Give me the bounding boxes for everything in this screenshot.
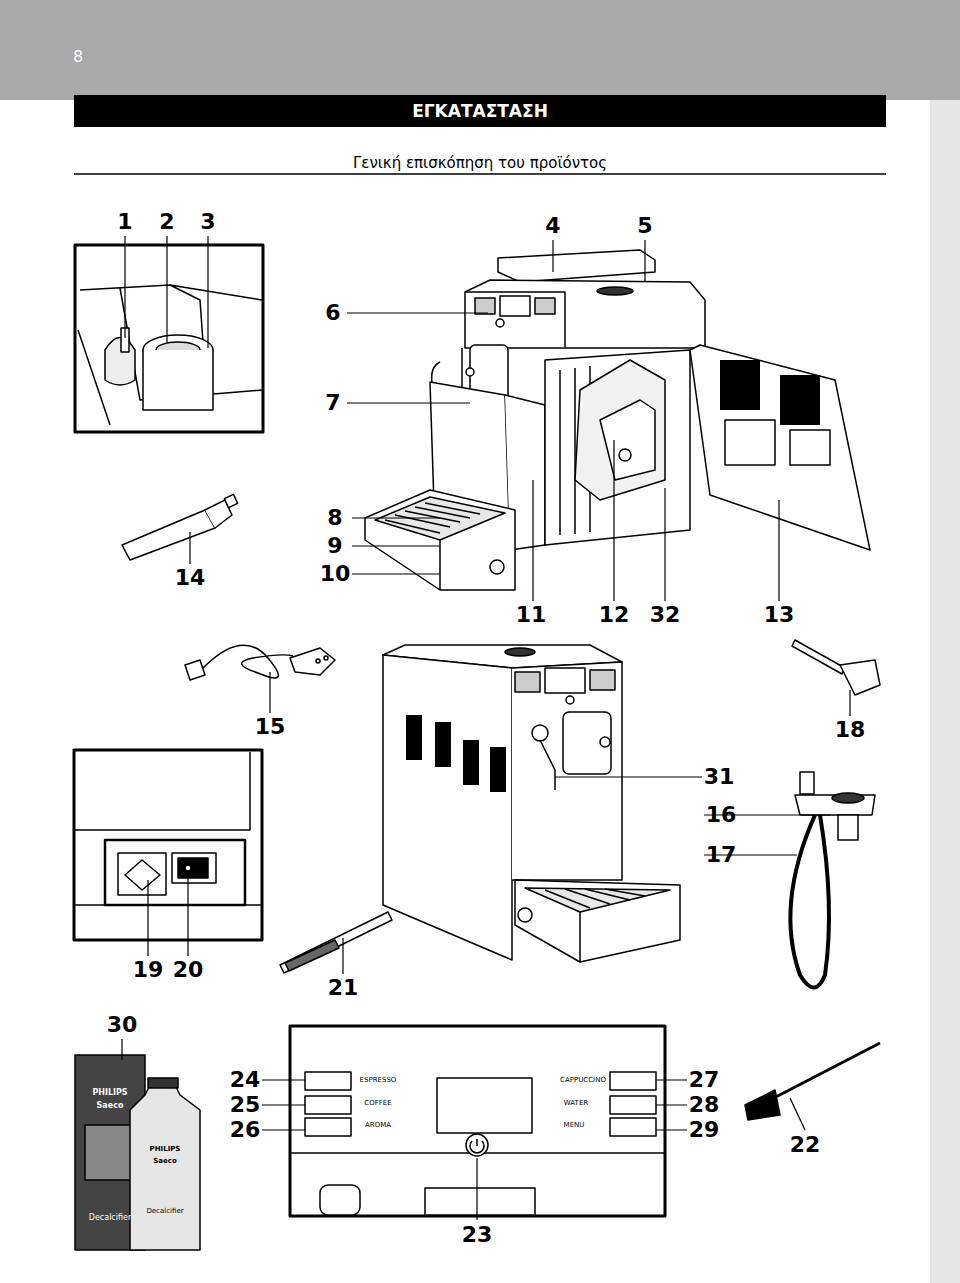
callout-number: 32 <box>650 603 681 627</box>
callout-number: 9 <box>327 534 342 558</box>
callout-number: 8 <box>327 506 342 530</box>
callout-number: 21 <box>328 976 359 1000</box>
button-label: CAPPUCCINO <box>560 1077 606 1085</box>
callout-number: 26 <box>230 1118 261 1142</box>
callout-number: 15 <box>255 715 286 739</box>
button-label: COFFEE <box>364 1100 391 1108</box>
callout-number: 2 <box>159 210 174 234</box>
callout-number: 25 <box>230 1093 261 1117</box>
callout-number: 16 <box>706 803 737 827</box>
callout-number: 14 <box>175 566 206 590</box>
callout-number: 28 <box>689 1093 720 1117</box>
button-label: AROMA <box>365 1122 391 1130</box>
callout-number: 1 <box>117 210 132 234</box>
button-label: WATER <box>564 1100 588 1108</box>
callout-number: 31 <box>704 765 735 789</box>
callout-number: 18 <box>835 718 866 742</box>
brand-label: Saeco <box>153 1158 176 1166</box>
callout-number: 17 <box>706 843 737 867</box>
callout-number: 19 <box>133 958 164 982</box>
callout-number: 24 <box>230 1068 261 1092</box>
callout-number: 13 <box>764 603 795 627</box>
page-number: 8 <box>73 48 83 66</box>
callout-number: 23 <box>462 1223 493 1247</box>
callout-number: 22 <box>790 1133 821 1157</box>
callout-number: 3 <box>200 210 215 234</box>
button-label: ESPRESSO <box>360 1077 397 1085</box>
brand-label: Saeco <box>97 1102 124 1111</box>
callout-number: 7 <box>325 391 340 415</box>
callout-number: 6 <box>325 301 340 325</box>
brand-label: PHILIPS <box>92 1089 127 1098</box>
callout-number: 11 <box>516 603 547 627</box>
callout-number: 10 <box>320 562 351 586</box>
drawings <box>74 245 880 1250</box>
brand-label: PHILIPS <box>150 1146 181 1154</box>
callout-number: 4 <box>545 214 560 238</box>
callout-number: 29 <box>689 1118 720 1142</box>
product-label: Decalcifier <box>89 1214 131 1223</box>
product-label: Decalcifier <box>146 1208 183 1216</box>
button-label: MENU <box>564 1122 585 1130</box>
subtitle: Γενική επισκόπηση του προϊόντος <box>353 155 607 172</box>
callout-number: 5 <box>637 214 652 238</box>
callout-number: 20 <box>173 958 204 982</box>
callout-number: 12 <box>599 603 630 627</box>
callout-number: 30 <box>107 1013 138 1037</box>
leader-lines <box>122 236 850 1220</box>
section-title: ΕΓΚΑΤΑΣΤΑΣΗ <box>412 101 548 121</box>
callout-number: 27 <box>689 1068 720 1092</box>
